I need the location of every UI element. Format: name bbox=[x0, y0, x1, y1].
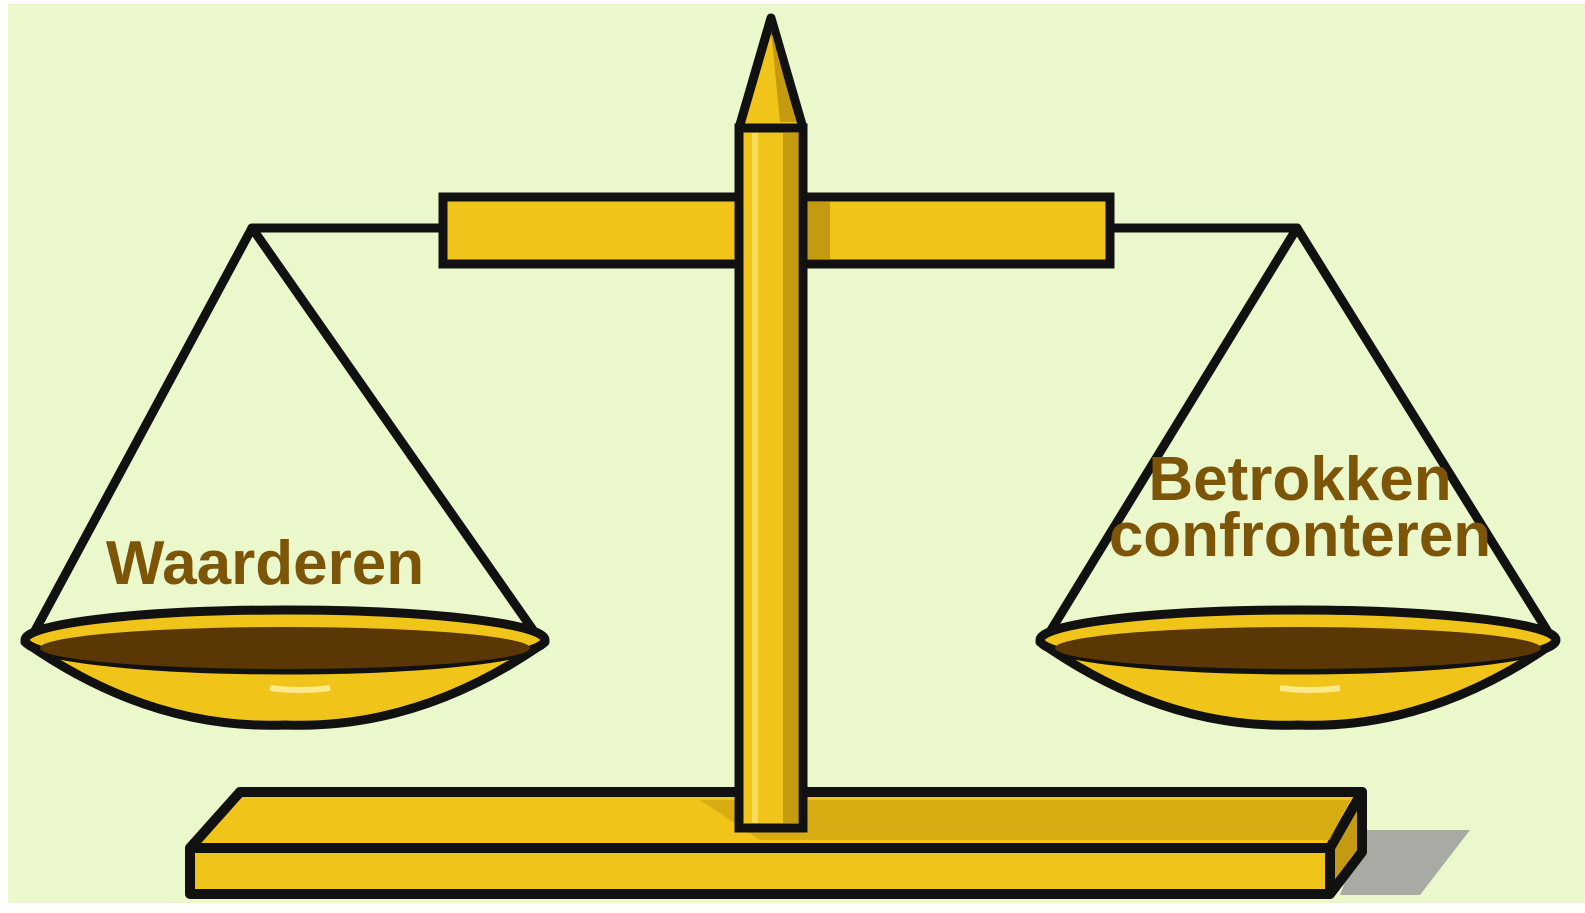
pillar-shade bbox=[783, 133, 798, 823]
right-pan-inside bbox=[1055, 627, 1541, 669]
base-front bbox=[190, 848, 1330, 894]
pillar-highlight bbox=[752, 133, 758, 823]
left-pan-highlight bbox=[270, 688, 330, 690]
left-pan-label: Waarderen bbox=[60, 536, 470, 592]
right-pan-label: Betrokken confronteren bbox=[1080, 452, 1520, 564]
right-pan-label-line2: confronteren bbox=[1109, 501, 1491, 570]
crossbar-shade bbox=[805, 202, 830, 259]
right-pan-highlight bbox=[1280, 688, 1340, 690]
left-pan-inside bbox=[40, 627, 530, 669]
